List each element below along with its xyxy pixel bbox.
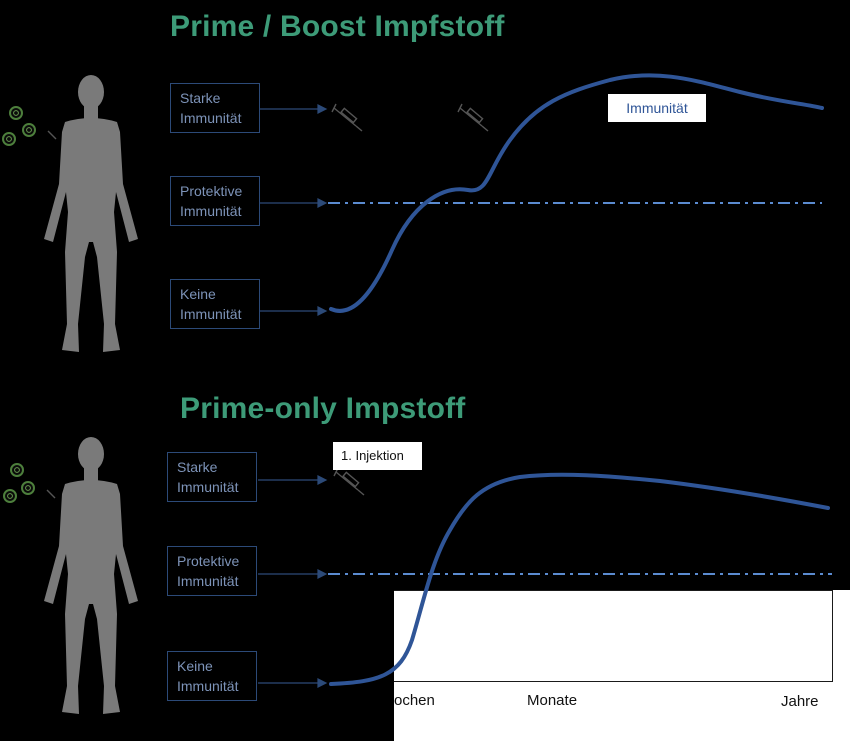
time-label-weeks: ochen <box>394 692 435 709</box>
time-label-years: Jahre <box>781 693 819 710</box>
callout-first-injection: 1. Injektion <box>333 442 422 470</box>
virus-cluster-icon <box>3 463 56 503</box>
level-label: Keine <box>177 658 213 674</box>
level-label: Immunität <box>180 110 242 126</box>
syringe-icon <box>333 467 365 496</box>
level-box-protective: Protektive Immunität <box>170 176 260 226</box>
timeline-box <box>394 590 833 682</box>
timeline-panel <box>394 590 850 741</box>
level-box-none: Keine Immunität <box>167 651 257 701</box>
human-silhouette-icon <box>44 75 138 352</box>
syringe-icon <box>457 103 489 132</box>
level-label: Starke <box>180 90 221 106</box>
title-prime-only: Prime-only Impstoff <box>180 392 466 425</box>
level-label: Immunität <box>180 306 242 322</box>
callout-immunity: Immunität <box>608 94 706 122</box>
level-label: Starke <box>177 459 218 475</box>
level-label: Immunität <box>180 203 242 219</box>
level-label: Immunität <box>177 678 239 694</box>
level-label: Immunität <box>177 573 239 589</box>
level-label: Immunität <box>177 479 239 495</box>
syringe-icon <box>331 103 363 132</box>
level-box-strong: Starke Immunität <box>170 83 260 133</box>
level-box-protective: Protektive Immunität <box>167 546 257 596</box>
immunity-curve-prime-only <box>329 472 830 686</box>
level-label: Protektive <box>180 183 243 199</box>
level-label: Keine <box>180 286 216 302</box>
level-box-strong: Starke Immunität <box>167 452 257 502</box>
level-box-none: Keine Immunität <box>170 279 260 329</box>
virus-cluster-icon <box>2 106 57 146</box>
level-arrows <box>258 104 328 688</box>
time-label-months: Monate <box>527 692 578 709</box>
level-label: Protektive <box>177 553 240 569</box>
title-prime-boost: Prime / Boost Impfstoff <box>170 10 505 43</box>
human-silhouette-icon <box>44 437 138 714</box>
immunity-curve-prime-boost <box>329 73 824 313</box>
